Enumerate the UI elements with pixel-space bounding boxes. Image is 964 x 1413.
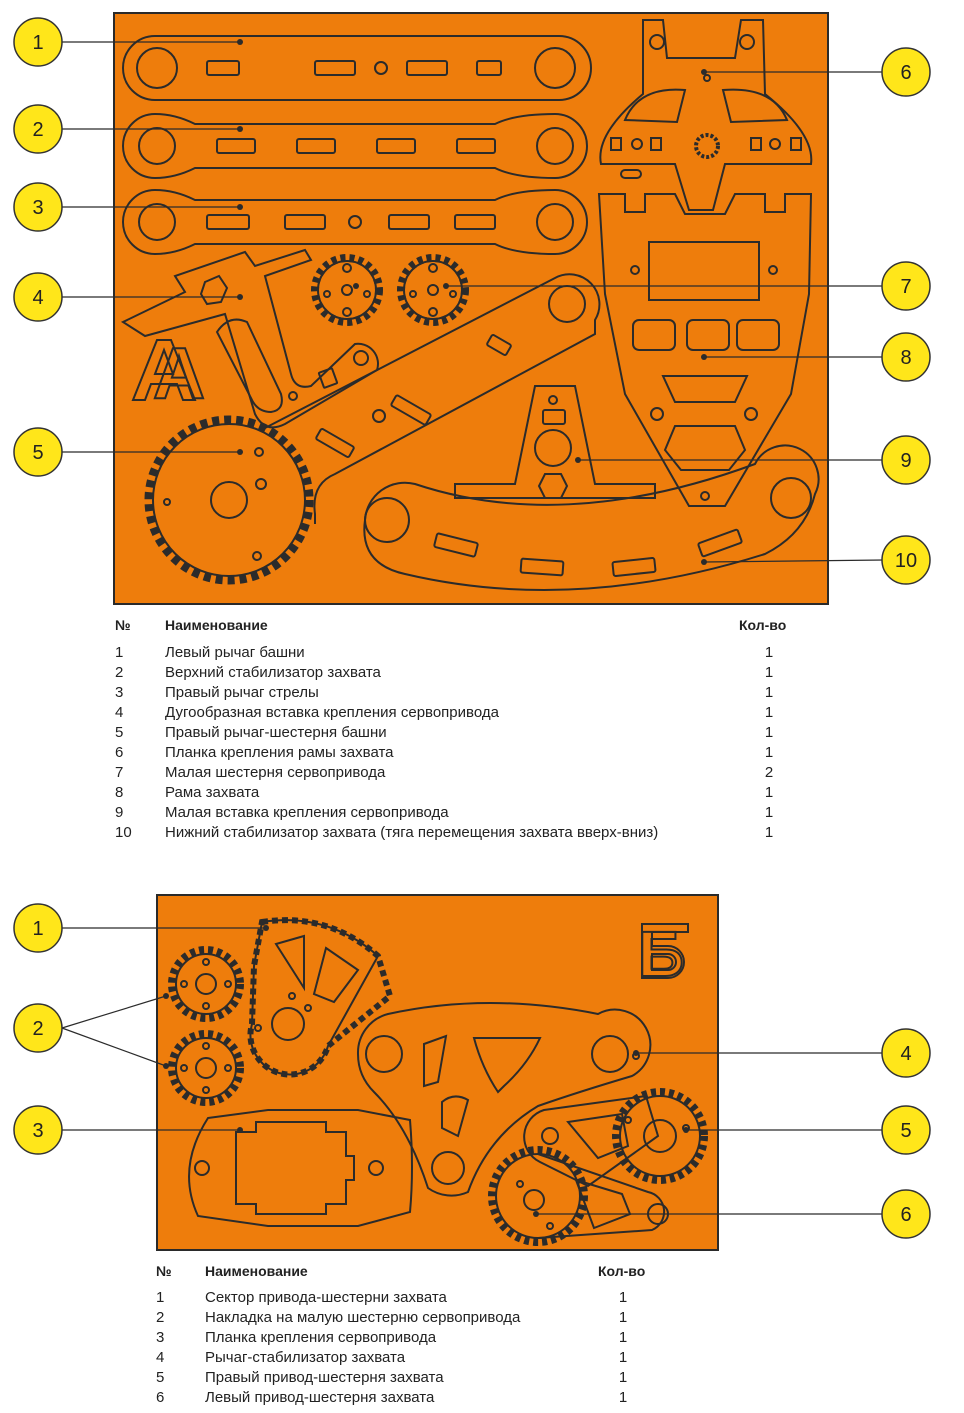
sheet-b-parts: Б [168, 917, 708, 1246]
callout-a-3: 3 [32, 197, 43, 219]
part-a8 [597, 193, 813, 507]
table-a-row-8-num: 8 [115, 784, 124, 801]
table-a-row-9-name: Малая вставка крепления сервопривода [165, 804, 449, 821]
table-b-row-4-name: Рычаг-стабилизатор захвата [205, 1349, 406, 1366]
gear-a7-left [311, 254, 383, 326]
callout-a-6: 6 [900, 62, 911, 84]
table-a-row-3-name: Правый рычаг стрелы [165, 684, 319, 701]
table-a-row-5-name: Правый рычаг-шестерня башни [165, 724, 387, 741]
callout-a-4: 4 [32, 287, 43, 309]
sheet-b: Б [156, 894, 719, 1251]
callout-b-6: 6 [900, 1204, 911, 1226]
part-b5 [523, 1094, 660, 1188]
table-b-row-3-num: 3 [156, 1329, 165, 1346]
table-b-row-3-name: Планка крепления сервопривода [205, 1329, 437, 1346]
table-b-row-5-name: Правый привод-шестерня захвата [205, 1369, 444, 1386]
letter-a-outline [131, 339, 197, 401]
table-a-header-name: Наименование [165, 617, 268, 633]
part-b4 [356, 1002, 652, 1197]
table-a-header-num: № [115, 617, 131, 633]
callout-a-2: 2 [32, 119, 43, 141]
table-a-row-1-name: Левый рычаг башни [165, 644, 305, 661]
callout-b-4: 4 [900, 1043, 911, 1065]
callout-a-1: 1 [32, 32, 43, 54]
table-b-header-num: № [156, 1263, 172, 1279]
part-a9 [454, 385, 656, 499]
table-b-row-2-num: 2 [156, 1309, 165, 1326]
table-a-row-6-num: 6 [115, 744, 124, 761]
table-b-row-6-num: 6 [156, 1389, 165, 1406]
callout-b-3: 3 [32, 1120, 43, 1142]
letter-b-outline [641, 923, 689, 979]
callout-b-2: 2 [32, 1018, 43, 1040]
gear-a7-right [397, 254, 469, 326]
table-a-row-7-qty: 2 [764, 764, 774, 781]
callout-b-1: 1 [32, 918, 43, 940]
table-b-header-name: Наименование [205, 1263, 308, 1279]
gear-b2-bottom [168, 1030, 244, 1106]
table-a-row-5-num: 5 [115, 724, 124, 741]
table-a-row-2-name: Верхний стабилизатор захвата [165, 664, 381, 681]
part-a4 [120, 248, 379, 429]
gear-a5 [144, 415, 314, 585]
table-b-row-1-qty: 1 [618, 1289, 628, 1306]
sheet-a: А [113, 12, 829, 605]
table-b-row-2-qty: 1 [618, 1309, 628, 1326]
table-b-row-4-num: 4 [156, 1349, 165, 1366]
part-a10 [363, 444, 820, 591]
gear-b2-top [168, 946, 244, 1022]
table-b-row-4-qty: 1 [618, 1349, 628, 1366]
table-a-row-4-name: Дугообразная вставка крепления сервоприв… [165, 704, 499, 721]
gear-b5 [612, 1088, 708, 1184]
table-a-header-qty: Кол-во [739, 617, 787, 633]
part-a1 [122, 35, 592, 101]
part-a5 [264, 273, 601, 524]
callout-a-5: 5 [32, 442, 43, 464]
callout-a-9: 9 [900, 450, 911, 472]
table-a-row-9-qty: 1 [764, 804, 774, 821]
table-b-row-3-qty: 1 [618, 1329, 628, 1346]
callout-b-5: 5 [900, 1120, 911, 1142]
table-a-row-7-name: Малая шестерня сервопривода [165, 764, 386, 781]
table-b-row-5-num: 5 [156, 1369, 165, 1386]
table-a-row-6-qty: 1 [764, 744, 774, 761]
table-a-row-2-num: 2 [115, 664, 124, 681]
table-a-row-3-num: 3 [115, 684, 124, 701]
part-b6 [537, 1153, 666, 1239]
table-a-row-4-qty: 1 [764, 704, 774, 721]
callout-a-7: 7 [900, 276, 911, 298]
callout-a-8: 8 [900, 347, 911, 369]
gear-b6 [488, 1146, 588, 1246]
table-a-row-2-qty: 1 [764, 664, 774, 681]
table-a-row-6-name: Планка крепления рамы захвата [165, 744, 394, 761]
table-b-row-5-qty: 1 [618, 1369, 628, 1386]
table-a-row-10-qty: 1 [764, 824, 774, 841]
part-a6 [599, 19, 813, 211]
table-a-row-9-num: 9 [115, 804, 124, 821]
table-b-row-6-qty: 1 [618, 1389, 628, 1406]
table-b-header-qty: Кол-во [598, 1263, 646, 1279]
table-a-row-3-qty: 1 [764, 684, 774, 701]
table-b-row-2-name: Накладка на малую шестерню сервопривода [205, 1309, 521, 1326]
part-a2 [122, 112, 588, 180]
table-a-row-10-num: 10 [115, 824, 132, 841]
table-a-row-8-qty: 1 [764, 784, 774, 801]
table-a-row-7-num: 7 [115, 764, 124, 781]
table-b-row-1-name: Сектор привода-шестерни захвата [205, 1289, 447, 1306]
table-a-row-1-qty: 1 [764, 644, 774, 661]
table-a-row-1-num: 1 [115, 644, 124, 661]
sheet-a-parts: А [120, 19, 820, 591]
part-a3 [122, 188, 588, 256]
table-b-row-1-num: 1 [156, 1289, 165, 1306]
table-a-row-10-name: Нижний стабилизатор захвата (тяга переме… [165, 824, 659, 841]
part-b3 [188, 1109, 413, 1227]
callout-a-10: 10 [895, 550, 917, 572]
table-b-row-6-name: Левый привод-шестерня захвата [205, 1389, 435, 1406]
table-a-row-4-num: 4 [115, 704, 124, 721]
table-a-row-5-qty: 1 [764, 724, 774, 741]
table-a-row-8-name: Рама захвата [165, 784, 260, 801]
